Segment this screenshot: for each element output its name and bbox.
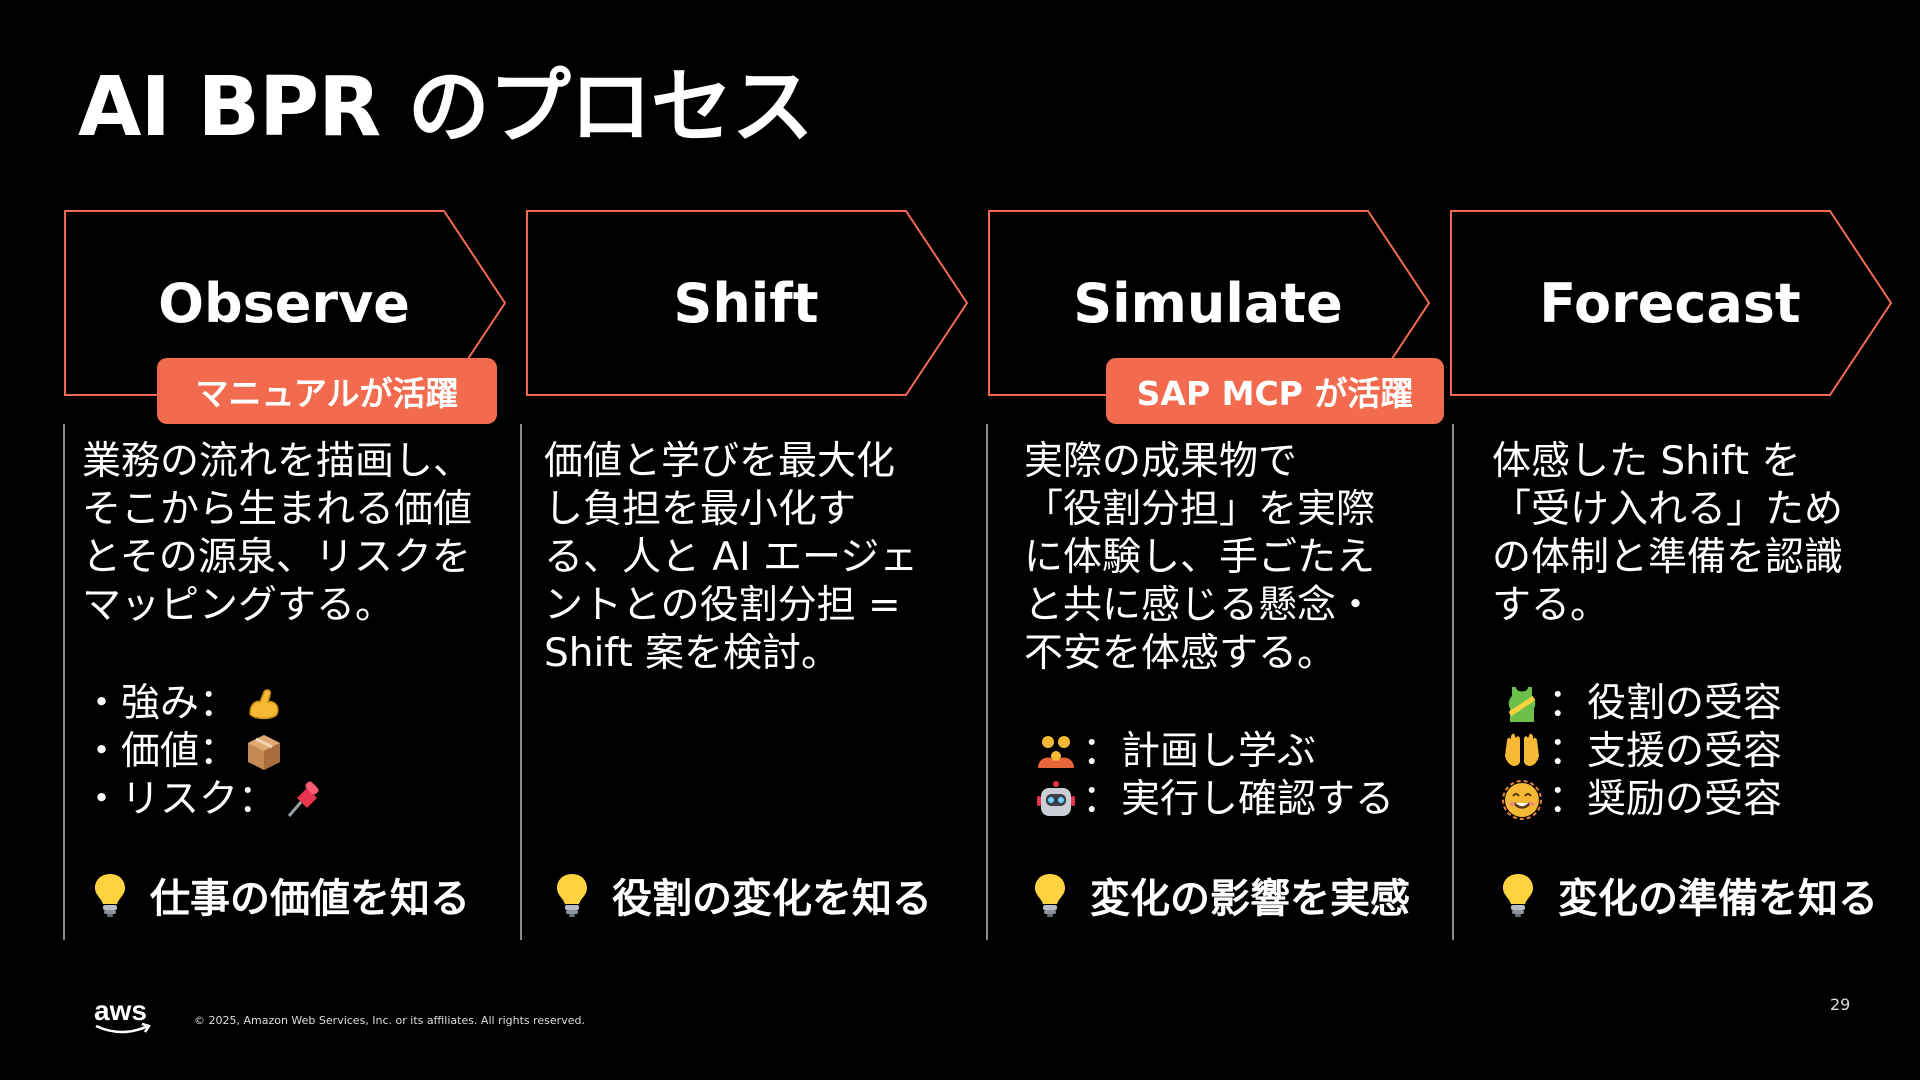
step-chevron-forecast: Forecast (1450, 210, 1920, 396)
column-divider (63, 424, 65, 940)
list-item: ：実行し確認する (1030, 776, 1394, 824)
list-item: ・強み： (82, 680, 329, 728)
list-item: ：役割の受容 (1496, 680, 1782, 728)
badge-manual: マニュアルが活躍 (157, 358, 497, 424)
takeaway-text: 役割の変化を知る (612, 876, 932, 922)
list-item: ：計画し学ぶ (1030, 728, 1394, 776)
observe-item-list: ・強み： ・価値： ・リスク： (82, 680, 329, 824)
list-item: ・価値： (82, 728, 329, 776)
column-divider (986, 424, 988, 940)
step-description: 業務の流れを描画し、 そこから生まれる価値 とその源泉、リスクを マッピングする… (82, 439, 473, 628)
step-chevron-shift: Shift (526, 210, 999, 396)
page-title: AI BPR のプロセス (78, 60, 814, 155)
item-prefix: ・強み： (82, 681, 239, 726)
takeaway-text: 仕事の価値を知る (150, 876, 470, 922)
smiling-face-icon (1502, 780, 1542, 820)
step-label: Observe (158, 271, 410, 335)
package-icon (244, 732, 284, 772)
light-bulb-icon (557, 874, 587, 917)
takeaway-observe: 仕事の価値を知る (92, 866, 470, 924)
item-text: ：役割の受容 (1548, 681, 1783, 726)
item-text: ：支援の受容 (1548, 729, 1783, 774)
takeaway-text: 変化の影響を実感 (1090, 876, 1410, 922)
robot-icon (1036, 780, 1076, 820)
forecast-item-list: ：役割の受容 ：支援の受容 ：奨励の受容 (1496, 680, 1782, 824)
takeaway-simulate: 変化の影響を実感 (1032, 866, 1410, 924)
step-label: Forecast (1539, 271, 1801, 335)
light-bulb-icon (95, 874, 125, 917)
step-label: Simulate (1073, 271, 1343, 335)
badge-sap-mcp: SAP MCP が活躍 (1106, 358, 1444, 424)
item-text: ：奨励の受容 (1548, 777, 1783, 822)
step-description: 実際の成果物で 「役割分担」を実際 に体験し、手ごたえ と共に感じる懸念・ 不安… (1024, 439, 1376, 676)
step-chevron-simulate: Simulate (988, 210, 1461, 396)
aws-logo: aws (92, 994, 154, 1042)
item-text: ：計画し学ぶ (1082, 729, 1317, 774)
list-item: ：支援の受容 (1496, 728, 1782, 776)
flexed-biceps-icon (244, 684, 284, 724)
takeaway-forecast: 変化の準備を知る (1500, 866, 1878, 924)
item-prefix: ・リスク： (82, 777, 278, 822)
pushpin-icon (283, 780, 323, 820)
copyright-text: © 2025, Amazon Web Services, Inc. or its… (194, 1014, 585, 1027)
step-description: 価値と学びを最大化 し負担を最小化す る、人と AI エージェ ントとの役割分担… (544, 439, 919, 676)
list-item: ：奨励の受容 (1496, 776, 1782, 824)
item-prefix: ・価値： (82, 729, 239, 774)
column-divider (1452, 424, 1454, 940)
raising-hands-icon (1502, 732, 1542, 772)
aws-logo-text: aws (94, 995, 147, 1026)
running-shirt-icon (1502, 684, 1542, 724)
simulate-item-list: ：計画し学ぶ ：実行し確認する (1030, 728, 1394, 824)
column-divider (520, 424, 522, 940)
step-label: Shift (673, 271, 819, 335)
takeaway-text: 変化の準備を知る (1558, 876, 1878, 922)
step-chevron-observe: Observe (64, 210, 537, 396)
step-description: 体感した Shift を 「受け入れる」ため の体制と準備を認識 する。 (1492, 439, 1844, 628)
list-item: ・リスク： (82, 776, 329, 824)
light-bulb-icon (1035, 874, 1065, 917)
item-text: ：実行し確認する (1082, 777, 1395, 822)
takeaway-shift: 役割の変化を知る (554, 866, 932, 924)
page-number: 29 (1830, 995, 1851, 1014)
light-bulb-icon (1503, 874, 1533, 917)
people-icon (1036, 732, 1076, 772)
